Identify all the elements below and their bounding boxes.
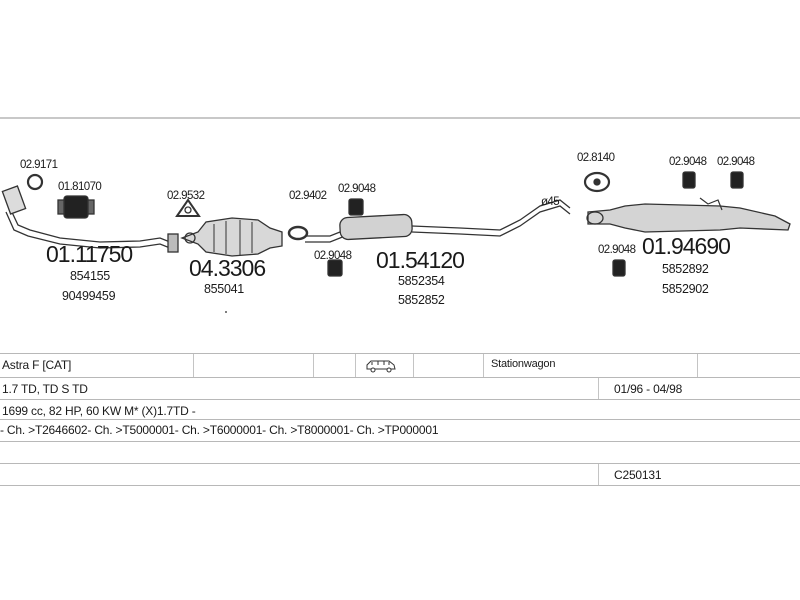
table-row: C250131: [0, 463, 800, 486]
sealing-ring: [26, 173, 44, 191]
catalytic-converter: [180, 217, 283, 257]
oe-number: 5852902: [662, 282, 709, 296]
clamp-rear: [583, 171, 611, 193]
middle-silencer: [305, 199, 571, 243]
table-row: 1.7 TD, TD S TD 01/96 - 04/98: [0, 377, 800, 400]
pipe-diameter: ø45: [541, 196, 560, 208]
hanger-rear-b: [730, 171, 744, 189]
production-years: 01/96 - 04/98: [614, 382, 683, 396]
part-number: 02.9048: [669, 156, 707, 168]
oe-number: 90499459: [62, 289, 116, 303]
top-divider: [0, 117, 800, 119]
station-wagon-car-icon: [365, 359, 397, 376]
oe-number: 5852892: [662, 262, 709, 276]
part-number-main: 01.94690: [642, 233, 731, 259]
front-pipe: [1, 185, 179, 253]
hanger-rear-a: [682, 171, 696, 189]
vehicle-model: Astra F [CAT]: [2, 358, 72, 372]
hanger-mid-top: [348, 198, 364, 216]
flange: [57, 195, 95, 219]
part-number: 02.9048: [717, 156, 755, 168]
part-number: 01.81070: [58, 181, 102, 193]
table-row: Astra F [CAT] Stationwagon: [0, 353, 800, 378]
part-number-main: 01.11750: [46, 241, 133, 267]
catalog-code: C250131: [614, 468, 662, 482]
part-number: 02.9048: [338, 183, 376, 195]
part-number-main: 01.54120: [376, 247, 465, 273]
oe-number: 854155: [70, 269, 110, 283]
table-row: [0, 441, 800, 464]
part-number: 02.9532: [167, 190, 205, 202]
oe-number: 5852354: [398, 274, 445, 288]
part-number: 02.8140: [577, 152, 615, 164]
body-type: Stationwagon: [491, 358, 556, 370]
part-number: 02.9048: [314, 250, 352, 262]
part-number-main: 04.3306: [189, 255, 266, 281]
table-row: - Ch. >T2646602- Ch. >T5000001- Ch. >T60…: [0, 419, 800, 442]
bottom-divider: [0, 485, 800, 486]
part-number: 02.9048: [598, 244, 636, 256]
engine: 1.7 TD, TD S TD: [2, 382, 88, 396]
part-number: 02.9402: [289, 190, 327, 202]
rear-silencer: [586, 197, 791, 233]
clamp: [287, 225, 309, 241]
exhaust-diagram: [1, 171, 791, 313]
hanger-rear-low: [612, 259, 626, 277]
chassis-numbers: - Ch. >T2646602- Ch. >T5000001- Ch. >T60…: [0, 423, 439, 437]
part-number: 02.9171: [20, 159, 58, 171]
table-row: 1699 cc, 82 HP, 60 KW M* (X)1.7TD -: [0, 399, 800, 420]
engine-spec: 1699 cc, 82 HP, 60 KW M* (X)1.7TD -: [2, 404, 196, 418]
oe-number: 855041: [204, 282, 244, 296]
oe-number: 5852852: [398, 293, 445, 307]
gasket: [175, 198, 201, 217]
hanger-mid-bottom: [327, 259, 343, 277]
